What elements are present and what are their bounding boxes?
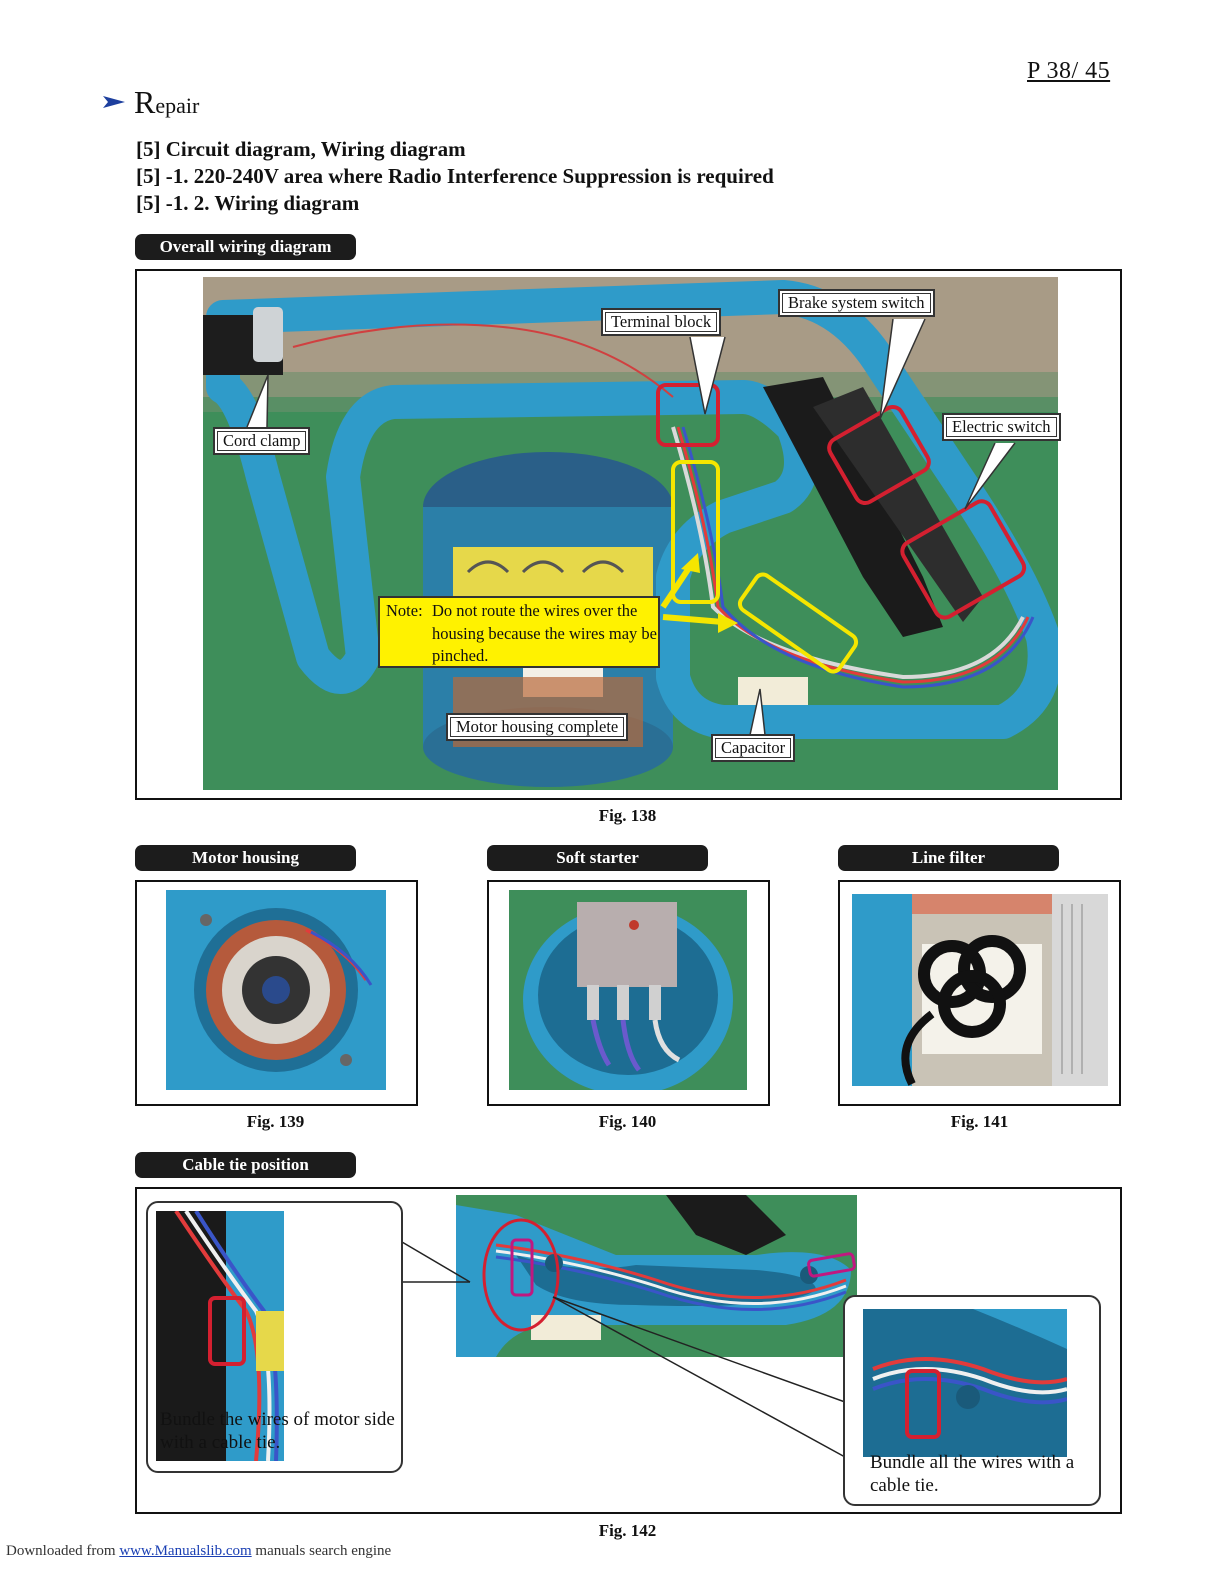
cable-tie-main-photo: [456, 1195, 857, 1357]
soft-starter-tag: Soft starter: [487, 845, 708, 871]
heading-area: [5] -1. 220-240V area where Radio Interf…: [136, 164, 774, 188]
section-arrow-icon: [103, 96, 125, 108]
line-filter-photo: [852, 894, 1108, 1086]
cable-tie-leaders: [401, 1241, 846, 1458]
cable-tie-right-bubble: Bundle all the wires with a cable tie.: [843, 1295, 1101, 1506]
caption-fig-142: Fig. 142: [598, 1521, 657, 1540]
callout-brake-system-switch: Brake system switch: [778, 289, 935, 317]
cable-tie-left-bubble: Bundle the wires of motor side with a ca…: [146, 1201, 403, 1473]
callout-capacitor: Capacitor: [711, 734, 796, 762]
footer-suffix: manuals search engine: [255, 1543, 392, 1559]
footer-prefix: Downloaded from: [6, 1543, 116, 1559]
caption-fig-139: Fig. 139: [246, 1112, 305, 1131]
line-filter-tag: Line filter: [838, 845, 1059, 871]
soft-starter-photo: [509, 890, 747, 1090]
callout-electric-switch: Electric switch: [942, 413, 1061, 441]
cable-tie-left-text: Bundle the wires of motor side with a ca…: [160, 1409, 395, 1453]
page-number: P 38/ 45: [1027, 58, 1111, 84]
note-label: Note:: [386, 601, 423, 620]
cable-tie-tag: Cable tie position: [135, 1152, 356, 1178]
caption-fig-141: Fig. 141: [950, 1112, 1009, 1131]
heading-wiring-diagram: [5] -1. 2. Wiring diagram: [136, 191, 360, 215]
cable-tie-left-photo: [156, 1211, 284, 1461]
callout-terminal-block: Terminal block: [601, 308, 722, 336]
motor-housing-photo: [166, 890, 386, 1090]
section-rest: epair: [155, 93, 200, 118]
footer-link[interactable]: www.Manualslib.com: [119, 1543, 252, 1559]
callout-cord-clamp: Cord clamp: [213, 427, 311, 455]
cable-tie-right-text: Bundle all the wires with a cable tie.: [870, 1452, 1075, 1496]
motor-housing-tag: Motor housing: [135, 845, 356, 871]
caption-fig-138: Fig. 138: [598, 806, 657, 825]
heading-circuit-diagram: [5] Circuit diagram, Wiring diagram: [136, 137, 466, 161]
callout-leaders: [246, 318, 1016, 736]
note-box: Note: Do not route the wires over the ho…: [378, 596, 660, 668]
cable-tie-right-photo: [863, 1309, 1067, 1457]
overall-wiring-photo: [203, 277, 1058, 790]
overall-wiring-tag: Overall wiring diagram: [135, 234, 356, 260]
section-title: Repair: [134, 84, 199, 121]
note-text: Do not route the wires over the housing …: [432, 601, 657, 665]
section-initial: R: [134, 84, 156, 120]
footer: Downloaded from www.Manualslib.com manua…: [6, 1543, 391, 1560]
callout-motor-housing-complete: Motor housing complete: [446, 713, 629, 741]
caption-fig-140: Fig. 140: [598, 1112, 657, 1131]
